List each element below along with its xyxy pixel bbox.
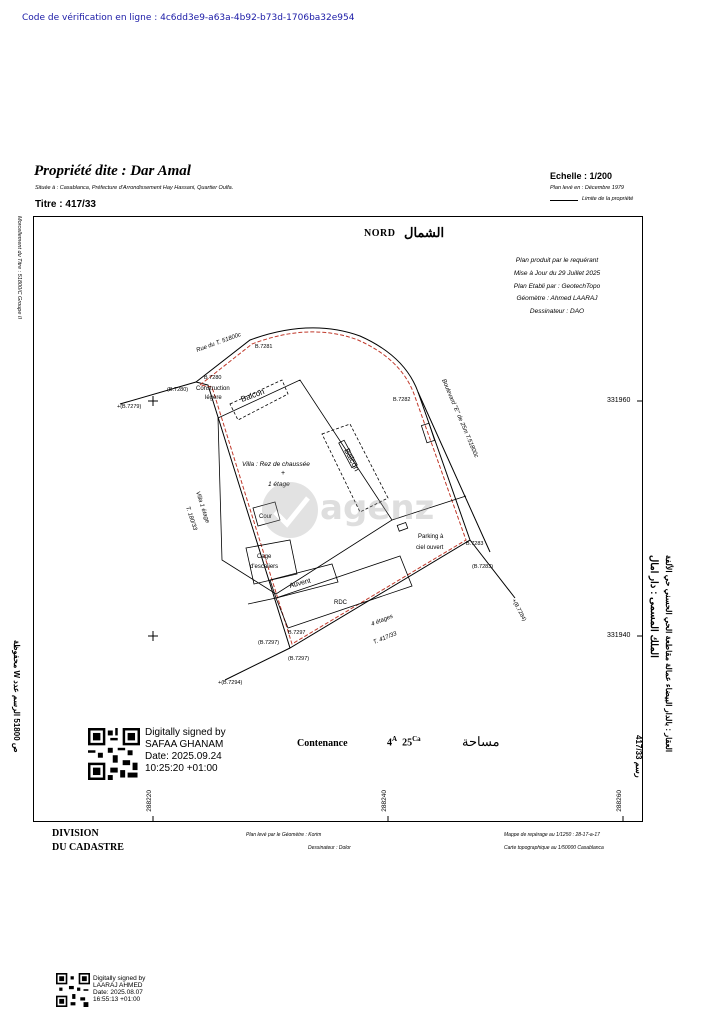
marker-b7294: +(B.7294) <box>218 680 242 686</box>
footer-carte: Carte topographique au 1/50000 Casablanc… <box>504 845 604 851</box>
scale-label: Echelle : 1/200 <box>550 171 613 181</box>
sig1-line1: Digitally signed by <box>145 727 226 738</box>
grid-crosses <box>148 396 158 641</box>
marker-b7284: +(B.7284) <box>510 598 527 622</box>
division-cadastre: DIVISION DU CADASTRE <box>52 827 124 855</box>
label-boulevard: Boulevard "E" de 25m T.51800c <box>440 378 479 458</box>
north-label-arabic: الشمال <box>404 225 445 240</box>
label-legere: légère <box>205 395 222 401</box>
side-text-left-arabic: محفوظة W ص 51800 الرسم عدد <box>12 640 21 753</box>
sig2-line1: Digitally signed by <box>93 975 146 982</box>
plan-meta: Plan produit par le requérant Mise à Jou… <box>490 255 624 319</box>
label-plus: + <box>281 470 285 477</box>
north-label: NORD <box>364 228 396 239</box>
buildings <box>217 379 467 629</box>
contenance-a-unit: A <box>392 735 398 743</box>
signature-block-2: Digitally signed by LAARAJ AHMED Date: 2… <box>93 975 145 1003</box>
label-cour: Cour <box>259 514 272 520</box>
contenance-ca: 25 <box>402 737 413 749</box>
label-ciel: ciel ouvert <box>416 545 444 551</box>
marker-b7297p2: (B.7297) <box>288 656 309 662</box>
contenance-arabic: مساحة <box>462 734 500 749</box>
label-balcon-top: Balcon <box>240 387 266 404</box>
sig2-line4: 16:55:13 +01:00 <box>93 996 141 1003</box>
label-t-bottom: T. 417/33 <box>373 631 399 646</box>
footer-plan-leve: Plan levé par le Géomètre : Korim <box>246 832 322 838</box>
contenance-a: 4 <box>387 737 392 749</box>
plan-leve-date: Plan levé en : Décembre 1979 <box>550 185 624 191</box>
footer-dessinateur: Dessinateur : Dolor <box>308 845 351 851</box>
marker-b7297: B.7297 <box>288 630 305 636</box>
label-cage: Cage <box>257 554 272 560</box>
marker-b7280: B.7280 <box>204 375 221 381</box>
sig1-line2: SAFAA GHANAM <box>145 739 224 750</box>
division-label: DIVISION <box>52 828 99 839</box>
plan-frame <box>33 216 643 822</box>
property-title: Propriété dite : Dar Amal <box>34 163 191 179</box>
qr-code-1 <box>88 728 140 780</box>
sig1-line4: 10:25:20 +01:00 <box>145 763 218 774</box>
label-auvent: Auvent <box>289 578 312 590</box>
limit-legend-line <box>550 200 578 201</box>
marker-b7281: B.7281 <box>255 344 272 350</box>
titre-number: Titre : 417/33 <box>35 199 96 210</box>
marker-b7283p: (B.7283) <box>472 564 493 570</box>
label-villa-left: Villa 1 étage <box>194 491 210 525</box>
label-rue: Rue du T. 51800c <box>196 332 242 354</box>
footer-right: Mappe de repérage au 1/1250 : 28-17-a-17… <box>504 829 604 855</box>
meta-line: Dessinateur : DAO <box>529 308 585 316</box>
property-boundary <box>194 327 471 649</box>
sig1-line3: Date: 2025.09.24 <box>145 751 222 762</box>
footer-mappe: Mappe de repérage au 1/1250 : 28-17-a-17 <box>504 832 600 838</box>
label-balcon-right: Balcon <box>342 447 361 473</box>
label-escaliers: d'escaliers <box>250 564 278 570</box>
marker-b7297p: (B.7297) <box>258 640 279 646</box>
sig2-line2: LAARAJ AHMED <box>93 982 143 989</box>
side-text-right-arabic-2: العقار : بالدار البيضاء عمالة مقاطعة الح… <box>664 555 673 815</box>
meta-line: Plan Etabli par : GeotechTopo <box>513 282 601 290</box>
meta-line: Plan produit par le requérant <box>515 257 599 264</box>
label-etage: 1 étage <box>268 481 290 488</box>
meta-line: Mise à Jour du 29 Juillet 2025 <box>513 269 601 277</box>
coord-right-331960: 331960 <box>607 397 631 404</box>
side-text-right-arabic: الملك المسمى : دار امال <box>648 555 659 815</box>
side-text-left: Morcellement du Titre : 51800/C Groupe I… <box>16 216 22 319</box>
verification-code: Code de vérification en ligne : 4c6dd3e9… <box>22 13 355 23</box>
coord-right-331940: 331940 <box>607 632 631 639</box>
sig2-line3: Date: 2025.08.07 <box>93 989 143 996</box>
contenance-ca-unit: Ca <box>412 735 421 743</box>
label-4-etages: 4 étages <box>371 614 395 628</box>
contenance-label: Contenance <box>297 738 348 749</box>
marker-b7279: +(B.7279) <box>117 404 141 410</box>
marker-b7282: B.7282 <box>393 397 410 403</box>
label-parking: Parking à <box>418 534 444 540</box>
watermark-text: agenz <box>320 488 435 528</box>
qr-code-2 <box>56 973 90 1007</box>
footer-center: Plan levé par le Géomètre : Korim Dessin… <box>246 829 351 855</box>
side-right-name: الملك المسمى : دار امال <box>648 555 659 658</box>
watermark-logo <box>262 482 318 538</box>
signature-block-1: Digitally signed by SAFAA GHANAM Date: 2… <box>145 727 226 775</box>
marker-b7283: B.7283 <box>466 541 483 547</box>
cadastre-label: DU CADASTRE <box>52 842 124 853</box>
label-construction: Construction <box>196 386 230 392</box>
label-t-left: T. 180/33 <box>184 506 198 532</box>
meta-line: Géomètre : Ahmed LAARAJ <box>516 295 598 303</box>
marker-b7280p: (B.7280) <box>167 387 188 393</box>
limit-legend-label: Limite de la propriété <box>582 196 634 202</box>
label-villa-main: Villa : Rez de chaussée <box>242 461 310 468</box>
contenance-value: 4A 25Ca <box>387 735 421 748</box>
side-right-title: رسم 417/33 <box>634 735 643 778</box>
property-location: Située à : Casablanca, Préfecture d'Arro… <box>35 185 234 191</box>
side-right-location: العقار : بالدار البيضاء عمالة مقاطعة الح… <box>664 555 673 753</box>
label-rdc: RDC <box>334 600 348 606</box>
